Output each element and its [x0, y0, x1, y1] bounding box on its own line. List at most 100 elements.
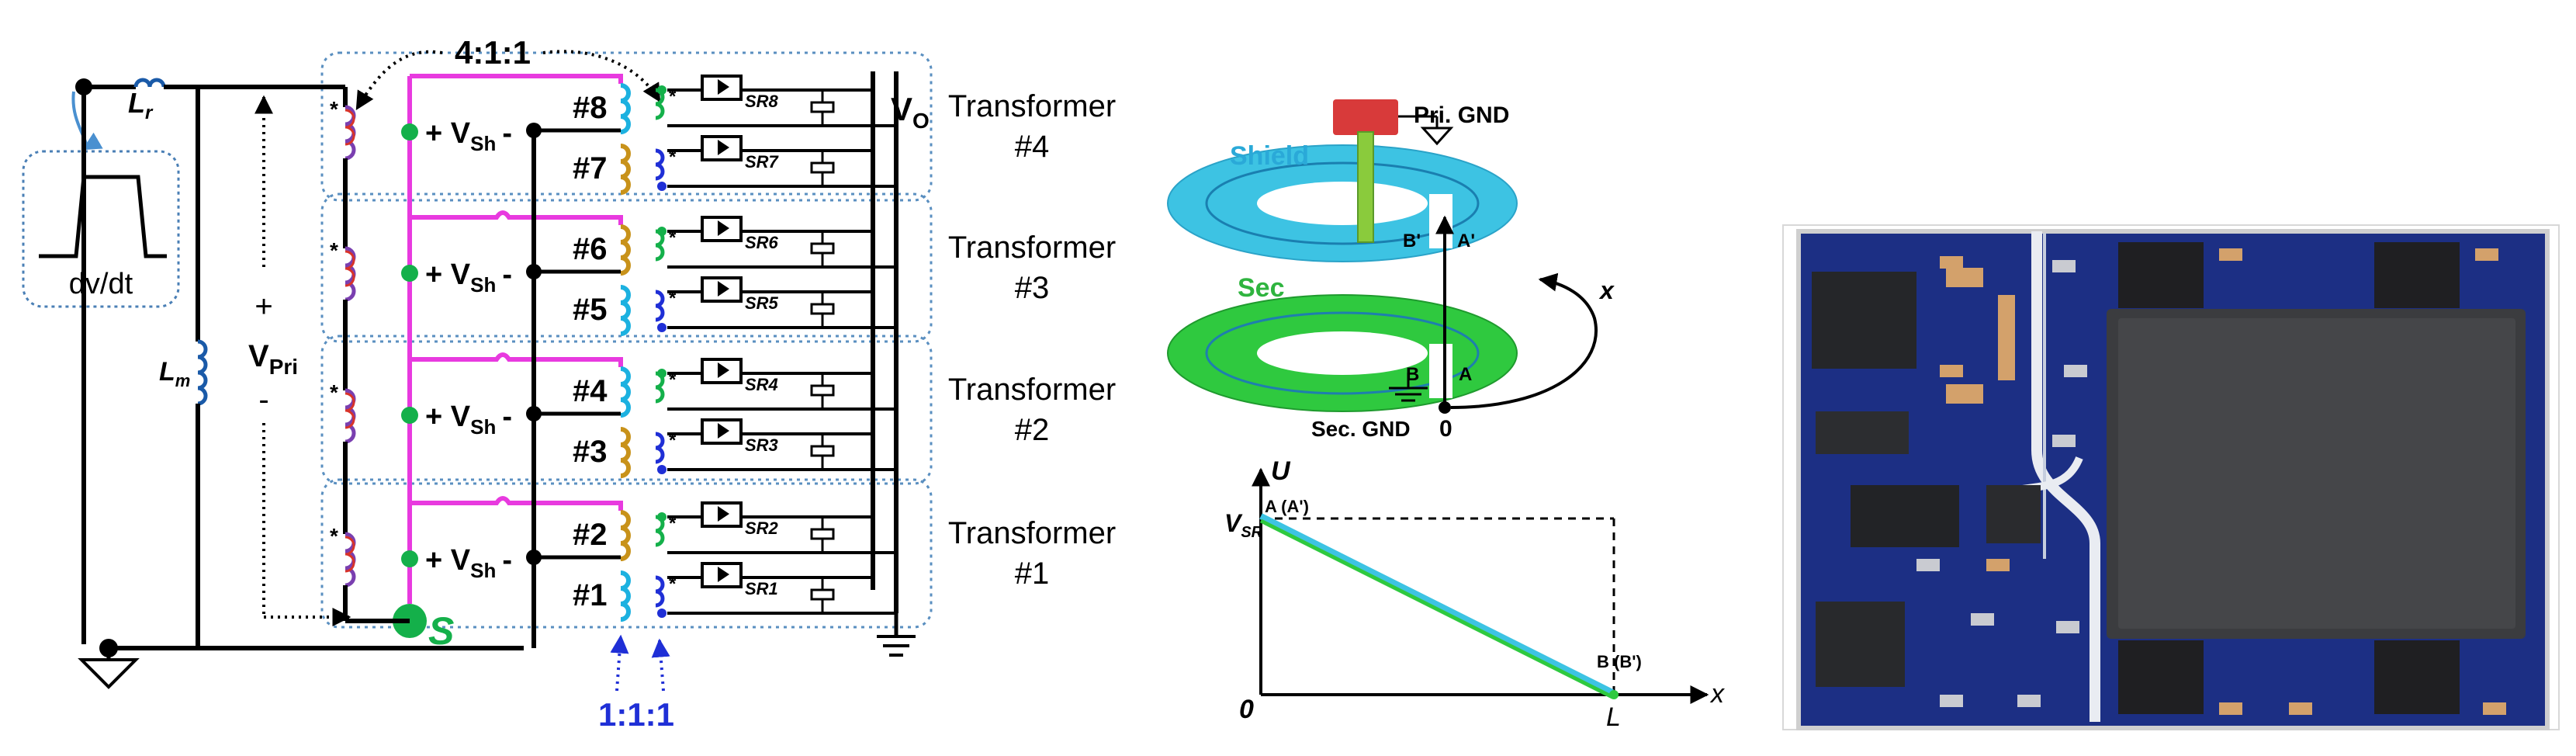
sr-cap — [810, 242, 835, 255]
sr-dot — [657, 465, 667, 474]
sr-label: SR7 — [745, 152, 780, 172]
transformer-box — [320, 51, 933, 202]
winding-label: #2 — [573, 518, 608, 552]
pri-gnd-tab — [1333, 99, 1398, 135]
plot-a-label: A (A') — [1265, 497, 1309, 516]
sr-cap — [810, 384, 835, 397]
sr-mosfet-diode — [718, 362, 729, 378]
pcb-pad — [2219, 702, 2242, 715]
pcb-pads — [1916, 248, 2506, 715]
pcb-photo — [1782, 224, 2560, 730]
plot-x-label: x — [1709, 679, 1725, 709]
pcb-pad — [2052, 260, 2076, 272]
power-module-top — [2118, 318, 2515, 629]
winding-label: #7 — [573, 151, 608, 186]
winding-label: #5 — [573, 293, 608, 327]
shield-top-wire — [410, 496, 623, 511]
sr-side-coil — [655, 290, 665, 322]
dvdt-label: dv/dt — [69, 268, 133, 300]
shield-panel: Pri. GND Shield Sec B' A' B A x 0 Sec. G… — [1167, 99, 1615, 442]
chip-top-2 — [2374, 242, 2460, 308]
primary-star: * — [330, 238, 338, 262]
secondary-coil — [620, 285, 631, 336]
pcb-pad — [1986, 559, 2010, 571]
secondary-star: * — [669, 288, 677, 309]
secondary-star: * — [669, 430, 677, 451]
winding-label: #8 — [573, 91, 608, 125]
transformer-box — [320, 478, 933, 629]
vsh-sub: Sh — [470, 273, 496, 297]
primary-star: * — [330, 97, 338, 121]
pcb-pad — [1940, 256, 1963, 269]
sr-mosfet-diode — [718, 423, 729, 439]
primary-windings: **** — [330, 97, 356, 621]
sr-dot — [657, 512, 667, 522]
primary-coil-inner — [345, 536, 355, 573]
secondary-coil — [620, 510, 631, 561]
ratio-arrow-br — [651, 638, 670, 692]
sr-dot — [657, 369, 667, 378]
cap-2 — [1946, 384, 1983, 404]
shield-top-wire — [410, 210, 623, 225]
zero-label: 0 — [1439, 416, 1452, 442]
vsh-plus: + V — [425, 544, 471, 577]
secondary-coil — [620, 427, 631, 478]
vsh-label: + VSh- — [425, 258, 512, 297]
secondary-star: * — [669, 227, 677, 248]
ratio-bottom: 1:1:1 — [598, 696, 674, 733]
pcb-trace-1 — [2031, 231, 2100, 722]
sr-dot — [657, 227, 667, 236]
shield-b-prime: B' — [1403, 231, 1421, 251]
sr-side-coil — [655, 148, 665, 181]
sec-gnd-label: Sec. GND — [1311, 417, 1411, 441]
pcb-pad — [1916, 559, 1940, 571]
vsh-label: + VSh- — [425, 117, 512, 155]
sr-label: SR6 — [745, 233, 779, 252]
sec-gap — [1429, 344, 1452, 398]
plot-shield-line — [1259, 513, 1614, 695]
chip-bottom-1 — [2118, 640, 2204, 714]
transformer-name: Transformer — [948, 373, 1116, 407]
ratio-arrow-left — [355, 50, 443, 111]
chip-mid — [1816, 411, 1909, 454]
sr-dot — [657, 182, 667, 191]
sec-ring-line — [1205, 311, 1480, 395]
sr-cap — [810, 588, 835, 601]
vsh-plus: + V — [425, 401, 471, 433]
shield-top-wire — [410, 74, 623, 84]
pcb-pad — [2056, 621, 2079, 633]
shield-post — [1357, 131, 1374, 243]
shield-node-dot — [401, 407, 418, 424]
secondary-star: * — [669, 86, 677, 107]
pcb-pad — [1940, 365, 1963, 377]
plot-u-label: U — [1271, 456, 1291, 486]
primary-coil-inner — [345, 250, 355, 287]
winding-label: #1 — [573, 578, 608, 612]
pcb-pad — [2289, 702, 2312, 715]
vsh-sub: Sh — [470, 415, 496, 439]
transformer-number: #2 — [1015, 413, 1050, 447]
sr-label: SR1 — [745, 579, 778, 598]
sr-cap — [810, 528, 835, 540]
sr-dot — [657, 323, 667, 332]
chip-qfn — [1816, 602, 1905, 687]
sr-side-coil — [655, 575, 665, 608]
pri-gnd-symbol — [1420, 127, 1454, 146]
shield-node-dot — [401, 265, 418, 282]
winding-label: #3 — [573, 435, 608, 469]
secondary-coil — [620, 83, 631, 134]
sr-cap — [810, 101, 835, 113]
vsh-plus: + V — [425, 117, 471, 150]
sr-mosfet-diode — [718, 140, 729, 155]
sr-label: SR3 — [745, 435, 778, 455]
vsh-minus: - — [502, 401, 512, 433]
plot-origin-label: 0 — [1239, 695, 1254, 724]
potential-plot: U x VSR A (A') B (B') 0 L — [1224, 456, 1725, 732]
cap-1 — [1946, 268, 1983, 287]
pcb-pad — [2052, 435, 2076, 447]
shield-label: Shield — [1230, 141, 1309, 171]
transformer-box — [320, 192, 933, 343]
sr-cap — [810, 161, 835, 174]
x-label: x — [1598, 276, 1615, 304]
s-node-label: S — [428, 609, 454, 653]
